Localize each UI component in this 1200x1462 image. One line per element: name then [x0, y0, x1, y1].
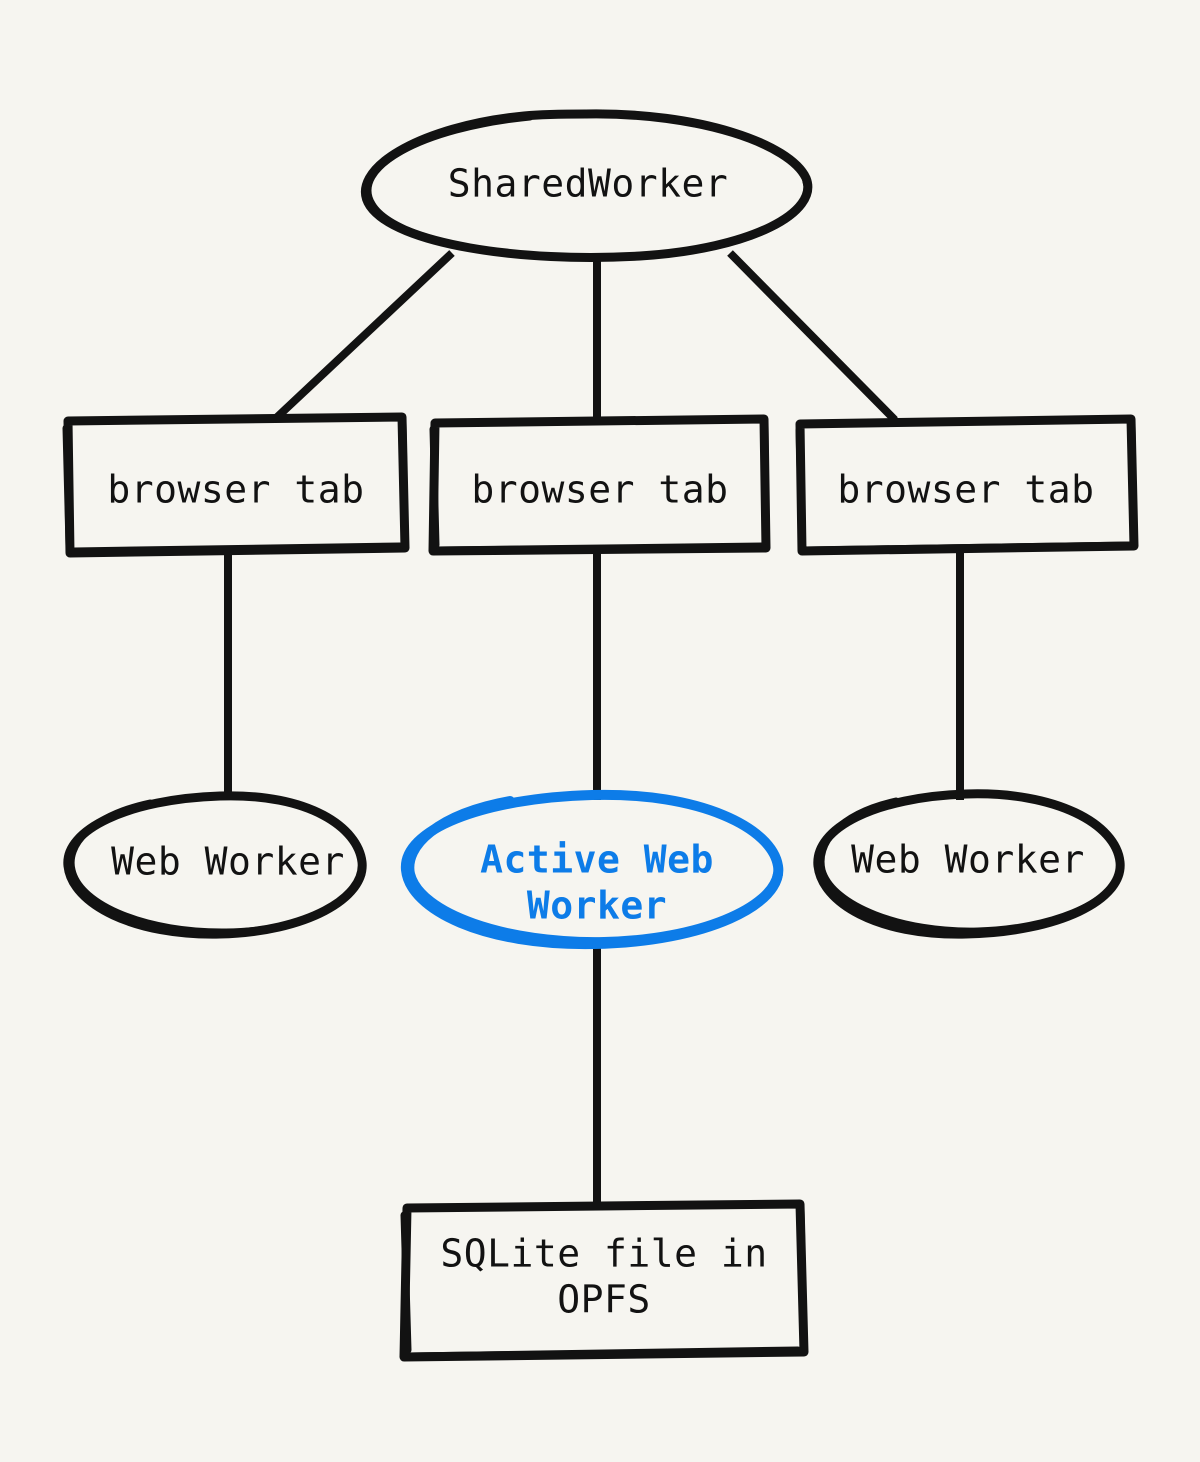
node-sqlite-file[interactable]: SQLite file in OPFS [399, 1199, 809, 1362]
edge-sw-tab-right [727, 250, 898, 423]
node-label-web-worker-right: Web Worker [851, 838, 1085, 882]
edge-sw-tab-left [271, 250, 455, 423]
node-label-sqlite-file-line1: SQLite file in [440, 1232, 767, 1276]
node-web-worker-active[interactable]: Active Web Worker [400, 789, 784, 950]
node-label-shared-worker: SharedWorker [448, 162, 729, 206]
node-web-worker-right[interactable]: Web Worker [813, 789, 1125, 939]
node-shared-worker[interactable]: SharedWorker [360, 109, 813, 262]
node-browser-tab-left[interactable]: browser tab [62, 412, 410, 558]
node-label-browser-tab-center: browser tab [471, 468, 728, 512]
node-browser-tab-right[interactable]: browser tab [795, 414, 1139, 556]
node-label-web-worker-active-line2: Worker [527, 884, 667, 928]
node-label-web-worker-active-line1: Active Web [480, 838, 714, 882]
node-label-browser-tab-right: browser tab [837, 468, 1094, 512]
node-browser-tab-center[interactable]: browser tab [428, 414, 771, 556]
node-label-sqlite-file-line2: OPFS [557, 1278, 651, 1322]
node-label-browser-tab-left: browser tab [107, 468, 364, 512]
node-web-worker-left[interactable]: Web Worker [63, 791, 367, 939]
node-label-web-worker-left: Web Worker [111, 840, 345, 884]
